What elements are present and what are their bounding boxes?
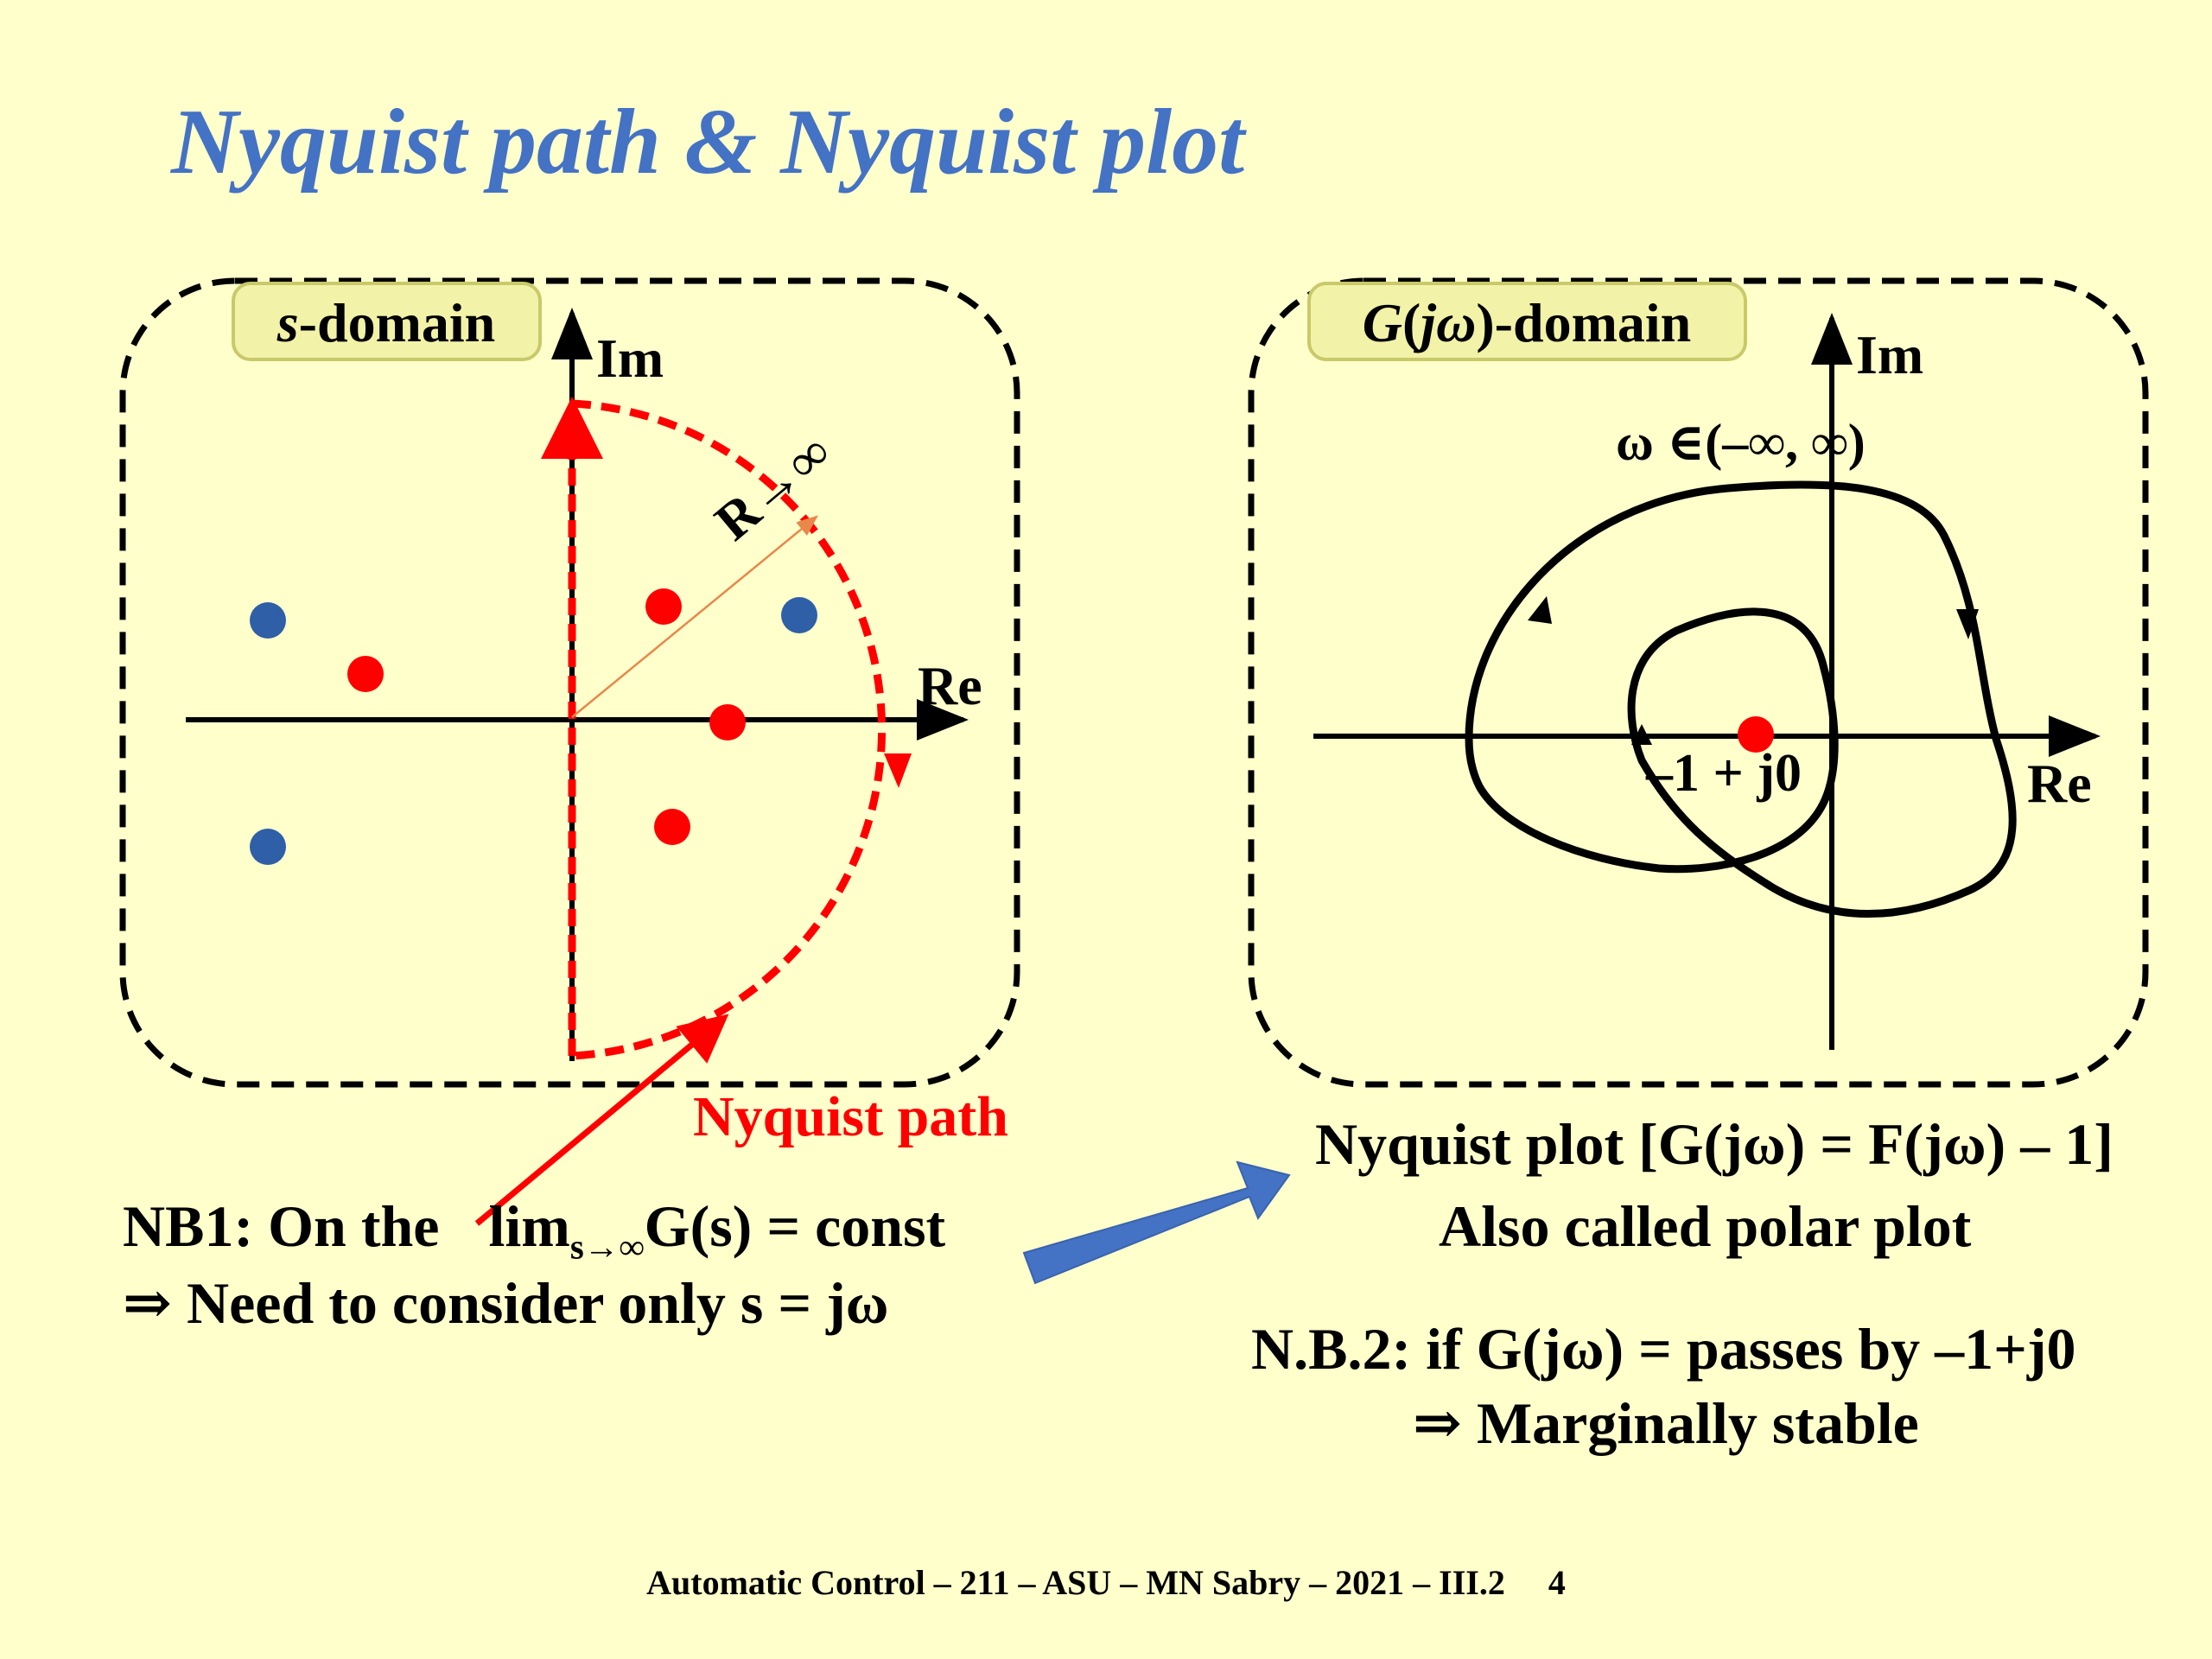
nyquist-plot-curve (1465, 480, 2017, 918)
curve-direction-arrow (1631, 724, 1652, 745)
g-domain-border (1248, 277, 2149, 1088)
page-number: 4 (1548, 1563, 1566, 1602)
s-re-label: Re (918, 655, 982, 716)
nb1-prefix: NB1: On the (123, 1193, 440, 1259)
footer-text: Automatic Control – 211 – ASU – MN Sabry… (646, 1563, 1505, 1602)
red-pole (645, 588, 682, 625)
transition-arrow (1022, 1160, 1291, 1285)
omega-range-label: ω ∈(–∞, ∞) (1616, 414, 1866, 471)
curve-direction-arrow (1956, 609, 1979, 639)
critical-point-label: –1 + j0 (1645, 744, 1802, 803)
radius-arrow (571, 515, 818, 718)
critical-point (1738, 716, 1774, 753)
g-domain-panel: Im Re ω ∈(–∞, ∞) –1 + j0 G(jω)-domain (1248, 277, 2149, 1088)
curve-direction-arrow (1528, 596, 1552, 624)
nb1-lim: lims→∞ (488, 1193, 645, 1267)
red-pole (709, 704, 746, 741)
s-domain-badge-text: s-domain (276, 292, 496, 353)
nyquist-path-arc-arrow (884, 753, 912, 788)
red-pole (347, 656, 384, 692)
slide-title: Nyquist path & Nyquist plot (171, 91, 1245, 194)
nyquist-plot-caption: Nyquist plot [G(jω) = F(jω) – 1] (1315, 1111, 2113, 1177)
s-domain-panel: R→∞ Im Re s-domain (119, 277, 1020, 1226)
radius-label: R→∞ (704, 423, 842, 552)
g-re-label: Re (2027, 753, 2092, 814)
nyquist-path-pointer (474, 1014, 729, 1226)
red-pole (654, 809, 690, 845)
nb2-line1: N.B.2: if G(jω) = passes by –1+j0 (1251, 1316, 2076, 1382)
g-domain-badge (1307, 282, 1747, 361)
nyquist-path-arc (571, 399, 886, 1060)
nb1-line2: ⇒ Need to consider only s = jω (123, 1270, 889, 1336)
s-domain-badge (232, 282, 542, 361)
blue-pole (781, 597, 817, 633)
blue-pole (250, 602, 286, 639)
nb1-line1: NB1: On the lims→∞G(s) = const (123, 1192, 945, 1268)
nb2-line2: ⇒ Marginally stable (1413, 1390, 1919, 1456)
s-im-label: Im (596, 327, 664, 389)
s-domain-border (119, 277, 1020, 1088)
g-domain-badge-text: G(jω)-domain (1363, 292, 1692, 353)
nb1-lim-rest: G(s) = const (644, 1193, 946, 1259)
footer: Automatic Control – 211 – ASU – MN Sabry… (0, 1562, 2212, 1603)
g-im-label: Im (1856, 324, 1923, 385)
polar-plot-caption: Also called polar plot (1439, 1193, 1972, 1259)
blue-pole (250, 829, 286, 865)
nyquist-path-label: Nyquist path (693, 1085, 1008, 1148)
